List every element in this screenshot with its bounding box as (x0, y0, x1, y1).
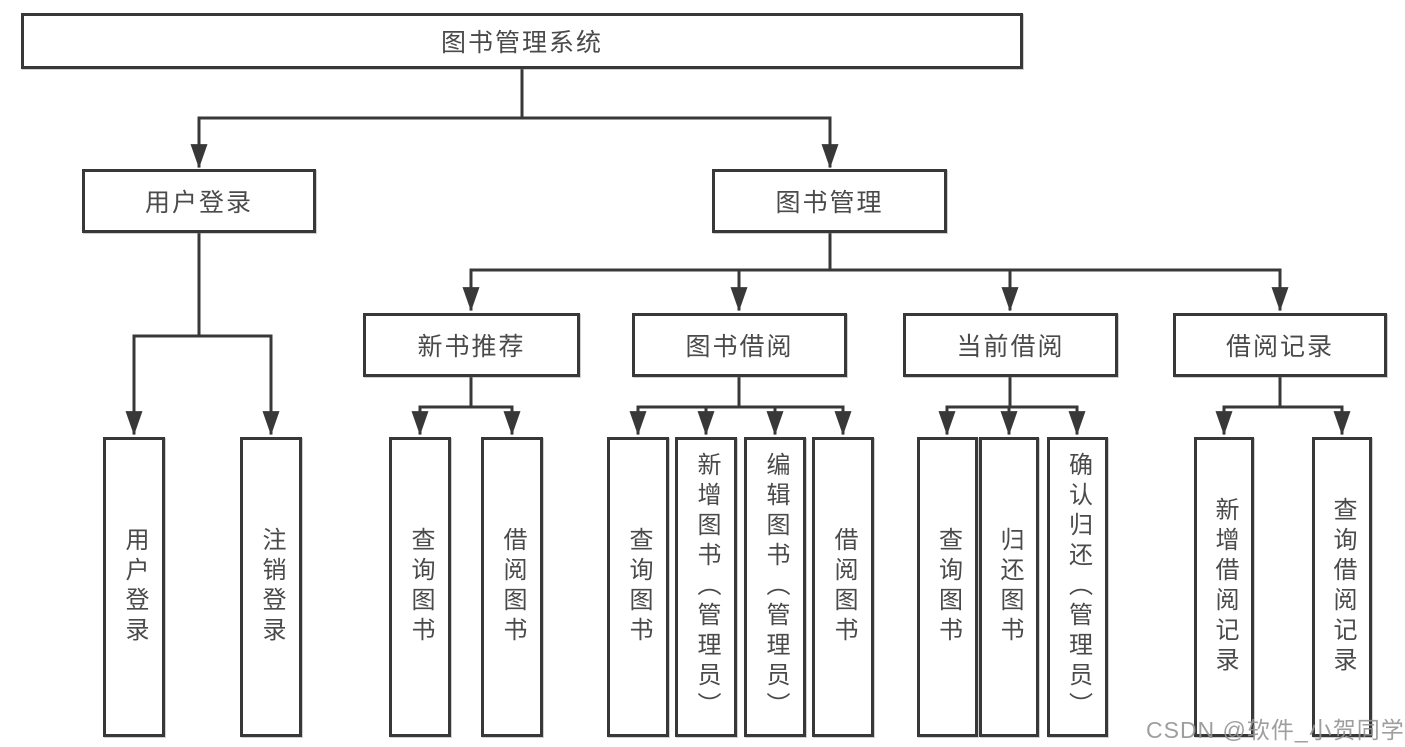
node-book-borrow: 图书借阅 (632, 313, 847, 377)
node-user-login: 用户登录 (82, 169, 316, 233)
leaf-records-query-record: 查询借阅记录 (1312, 437, 1372, 737)
leaf-current-confirm-return-admin: 确认归还（管理员） (1047, 437, 1108, 737)
node-book-management: 图书管理 (712, 169, 947, 233)
node-library-system: 图书管理系统 (21, 13, 1023, 69)
leaf-borrow-add-books-admin: 新增图书（管理员） (675, 437, 737, 737)
leaf-logout: 注销登录 (240, 437, 302, 737)
leaf-newbook-borrow-books: 借阅图书 (481, 437, 543, 737)
leaf-borrow-borrow-books: 借阅图书 (812, 437, 874, 737)
node-new-book-recommend: 新书推荐 (363, 313, 580, 377)
leaf-records-add-record: 新增借阅记录 (1194, 437, 1254, 737)
leaf-user-login: 用户登录 (103, 437, 165, 737)
node-borrow-records: 借阅记录 (1173, 313, 1387, 377)
leaf-current-query-books: 查询图书 (917, 437, 978, 737)
leaf-borrow-edit-books-admin: 编辑图书（管理员） (744, 437, 806, 737)
leaf-current-return-books: 归还图书 (979, 437, 1039, 737)
leaf-newbook-query-books: 查询图书 (389, 437, 451, 737)
csdn-watermark: CSDN @软件_小贺同学 (1146, 717, 1405, 743)
node-current-borrow: 当前借阅 (903, 313, 1118, 377)
leaf-borrow-query-books: 查询图书 (607, 437, 669, 737)
